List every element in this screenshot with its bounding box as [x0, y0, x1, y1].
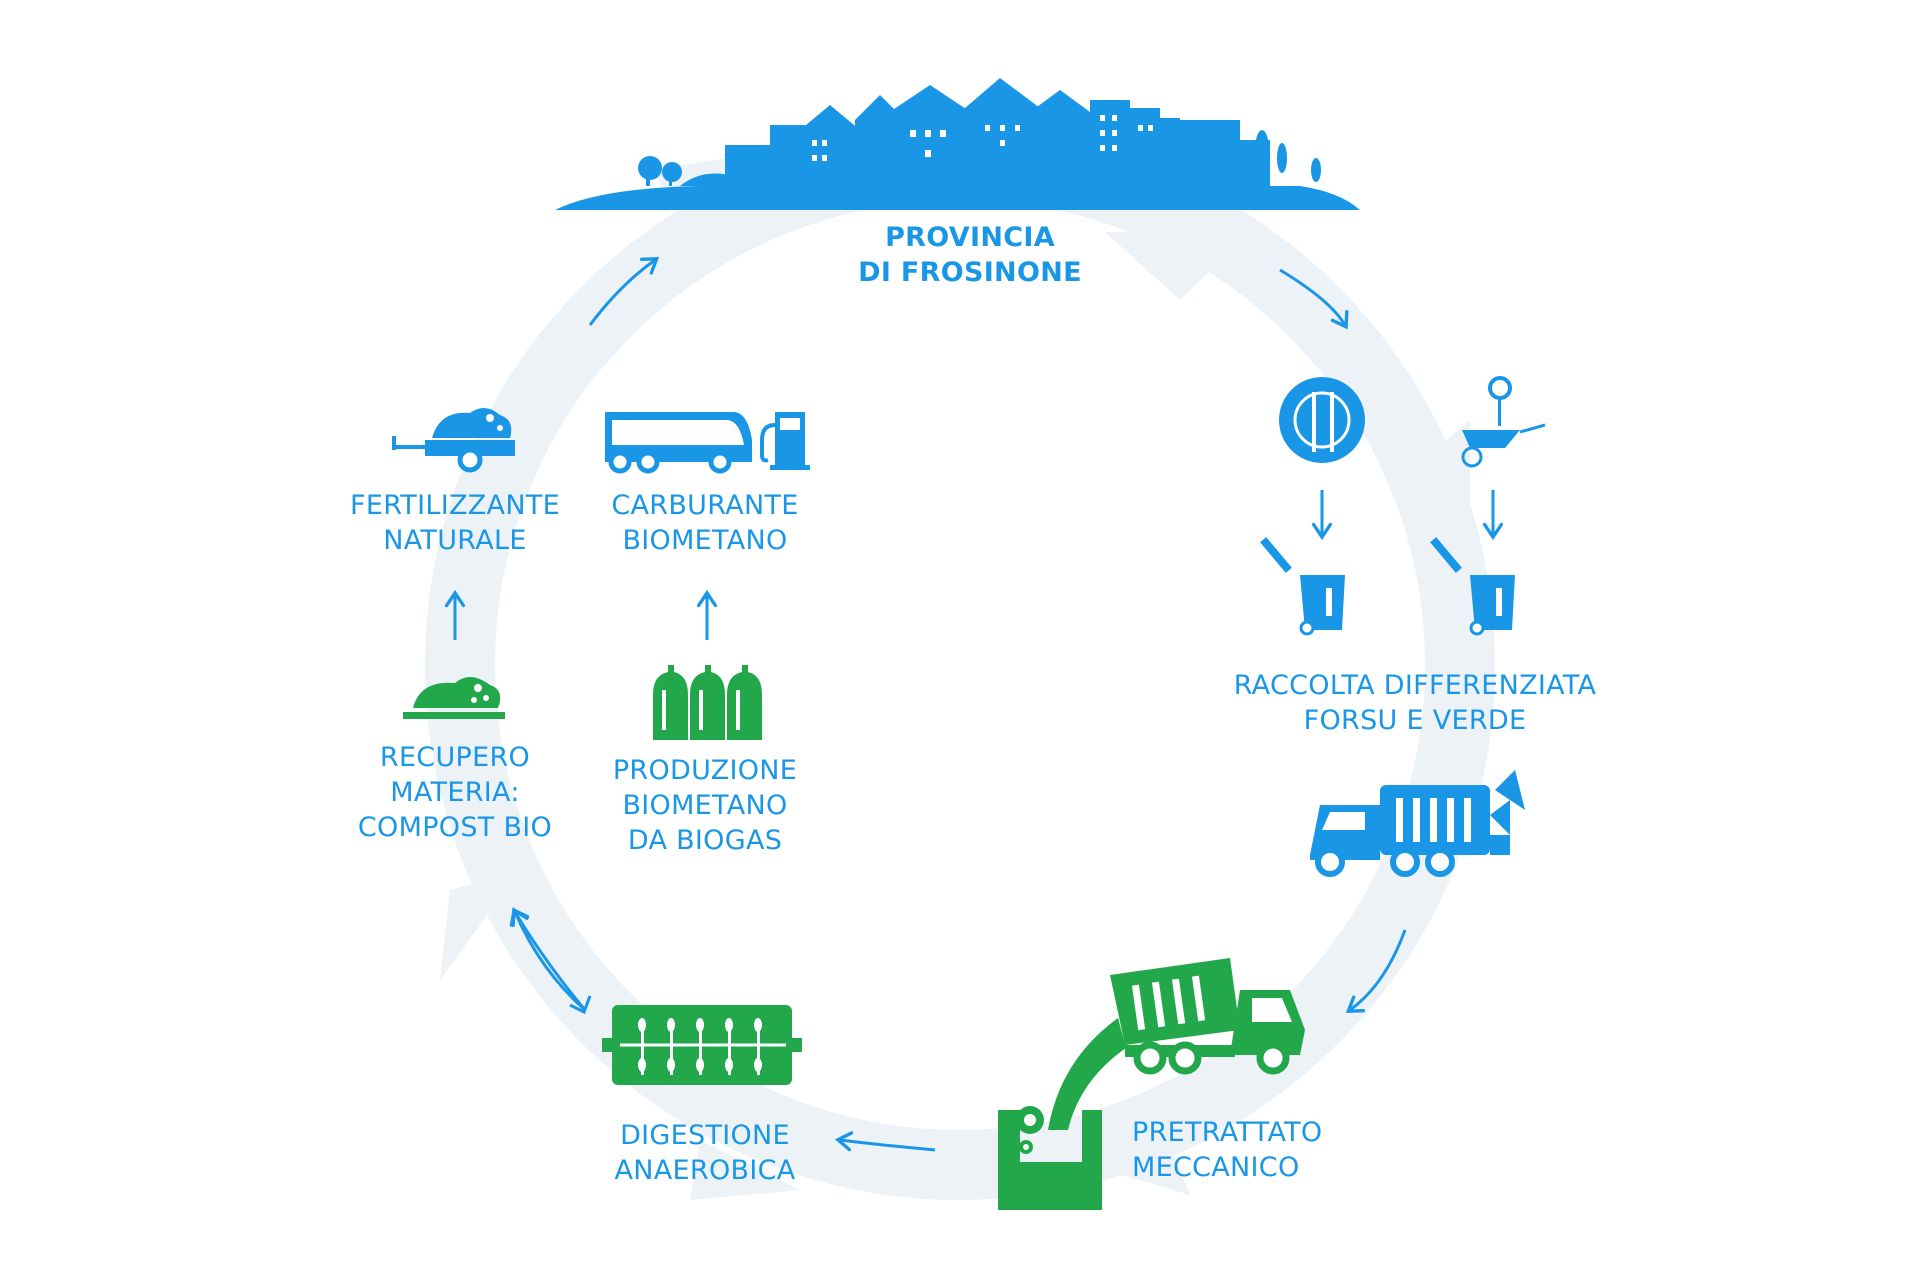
carburante-label: CARBURANTE BIOMETANO	[590, 488, 820, 558]
bin-icon-forsu	[1260, 537, 1345, 636]
pretrattato-line-1: PRETRATTATO	[1132, 1117, 1323, 1148]
title-label: PROVINCIA DI FROSINONE	[830, 220, 1110, 290]
fertilizzante-line-2: NATURALE	[383, 525, 527, 556]
garbage-truck-icon	[1310, 770, 1525, 877]
bin-icon-verde	[1430, 537, 1515, 636]
digestione-line-1: DIGESTIONE	[620, 1120, 790, 1151]
raccolta-line-2: FORSU E VERDE	[1303, 705, 1527, 736]
produzione-line-2: BIOMETANO	[622, 790, 788, 821]
fertilizzante-label: FERTILIZZANTE NATURALE	[340, 488, 570, 558]
digestione-label: DIGESTIONE ANAEROBICA	[590, 1118, 820, 1188]
fertilizzante-line-1: FERTILIZZANTE	[350, 490, 560, 521]
recupero-line-1: RECUPERO	[379, 742, 531, 773]
arrow-truck-down	[1345, 929, 1407, 1013]
title-line-2: DI FROSINONE	[858, 257, 1082, 288]
arrow-to-city	[588, 257, 660, 326]
produzione-label: PRODUZIONE BIOMETANO DA BIOGAS	[590, 753, 820, 858]
raccolta-line-1: RACCOLTA DIFFERENZIATA	[1233, 670, 1597, 701]
recupero-line-3: COMPOST BIO	[357, 812, 553, 843]
arrow-to-raccolta	[1279, 268, 1349, 330]
recupero-label: RECUPERO MATERIA: COMPOST BIO	[345, 740, 565, 845]
gas-cylinders-icon	[653, 665, 762, 740]
produzione-line-3: DA BIOGAS	[627, 825, 783, 856]
compost-icon	[403, 676, 505, 719]
produzione-line-1: PRODUZIONE	[612, 755, 798, 786]
recupero-line-2: MATERIA:	[390, 777, 520, 808]
raccolta-label: RACCOLTA DIFFERENZIATA FORSU E VERDE	[1215, 668, 1615, 738]
arrow-to-digestione	[834, 1131, 936, 1152]
arrow-recupero-digestione	[511, 907, 587, 1011]
pretrattato-line-2: MECCANICO	[1132, 1152, 1300, 1183]
title-line-1: PROVINCIA	[885, 222, 1055, 253]
fuel-pump-icon	[760, 412, 810, 470]
pretreatment-tank-icon	[998, 1106, 1102, 1210]
pretrattato-label: PRETRATTATO MECCANICO	[1132, 1115, 1332, 1185]
digester-icon	[602, 1005, 802, 1085]
dump-truck-icon	[1048, 958, 1305, 1130]
bus-icon	[605, 412, 752, 474]
carburante-line-1: CARBURANTE	[611, 490, 799, 521]
plate-cutlery-icon	[1279, 377, 1365, 463]
city-skyline-icon	[555, 78, 1360, 210]
wheelbarrow-plant-icon	[1461, 376, 1546, 468]
fertilizer-trailer-icon	[392, 407, 515, 473]
carburante-line-2: BIOMETANO	[622, 525, 788, 556]
digestione-line-2: ANAEROBICA	[614, 1155, 796, 1186]
